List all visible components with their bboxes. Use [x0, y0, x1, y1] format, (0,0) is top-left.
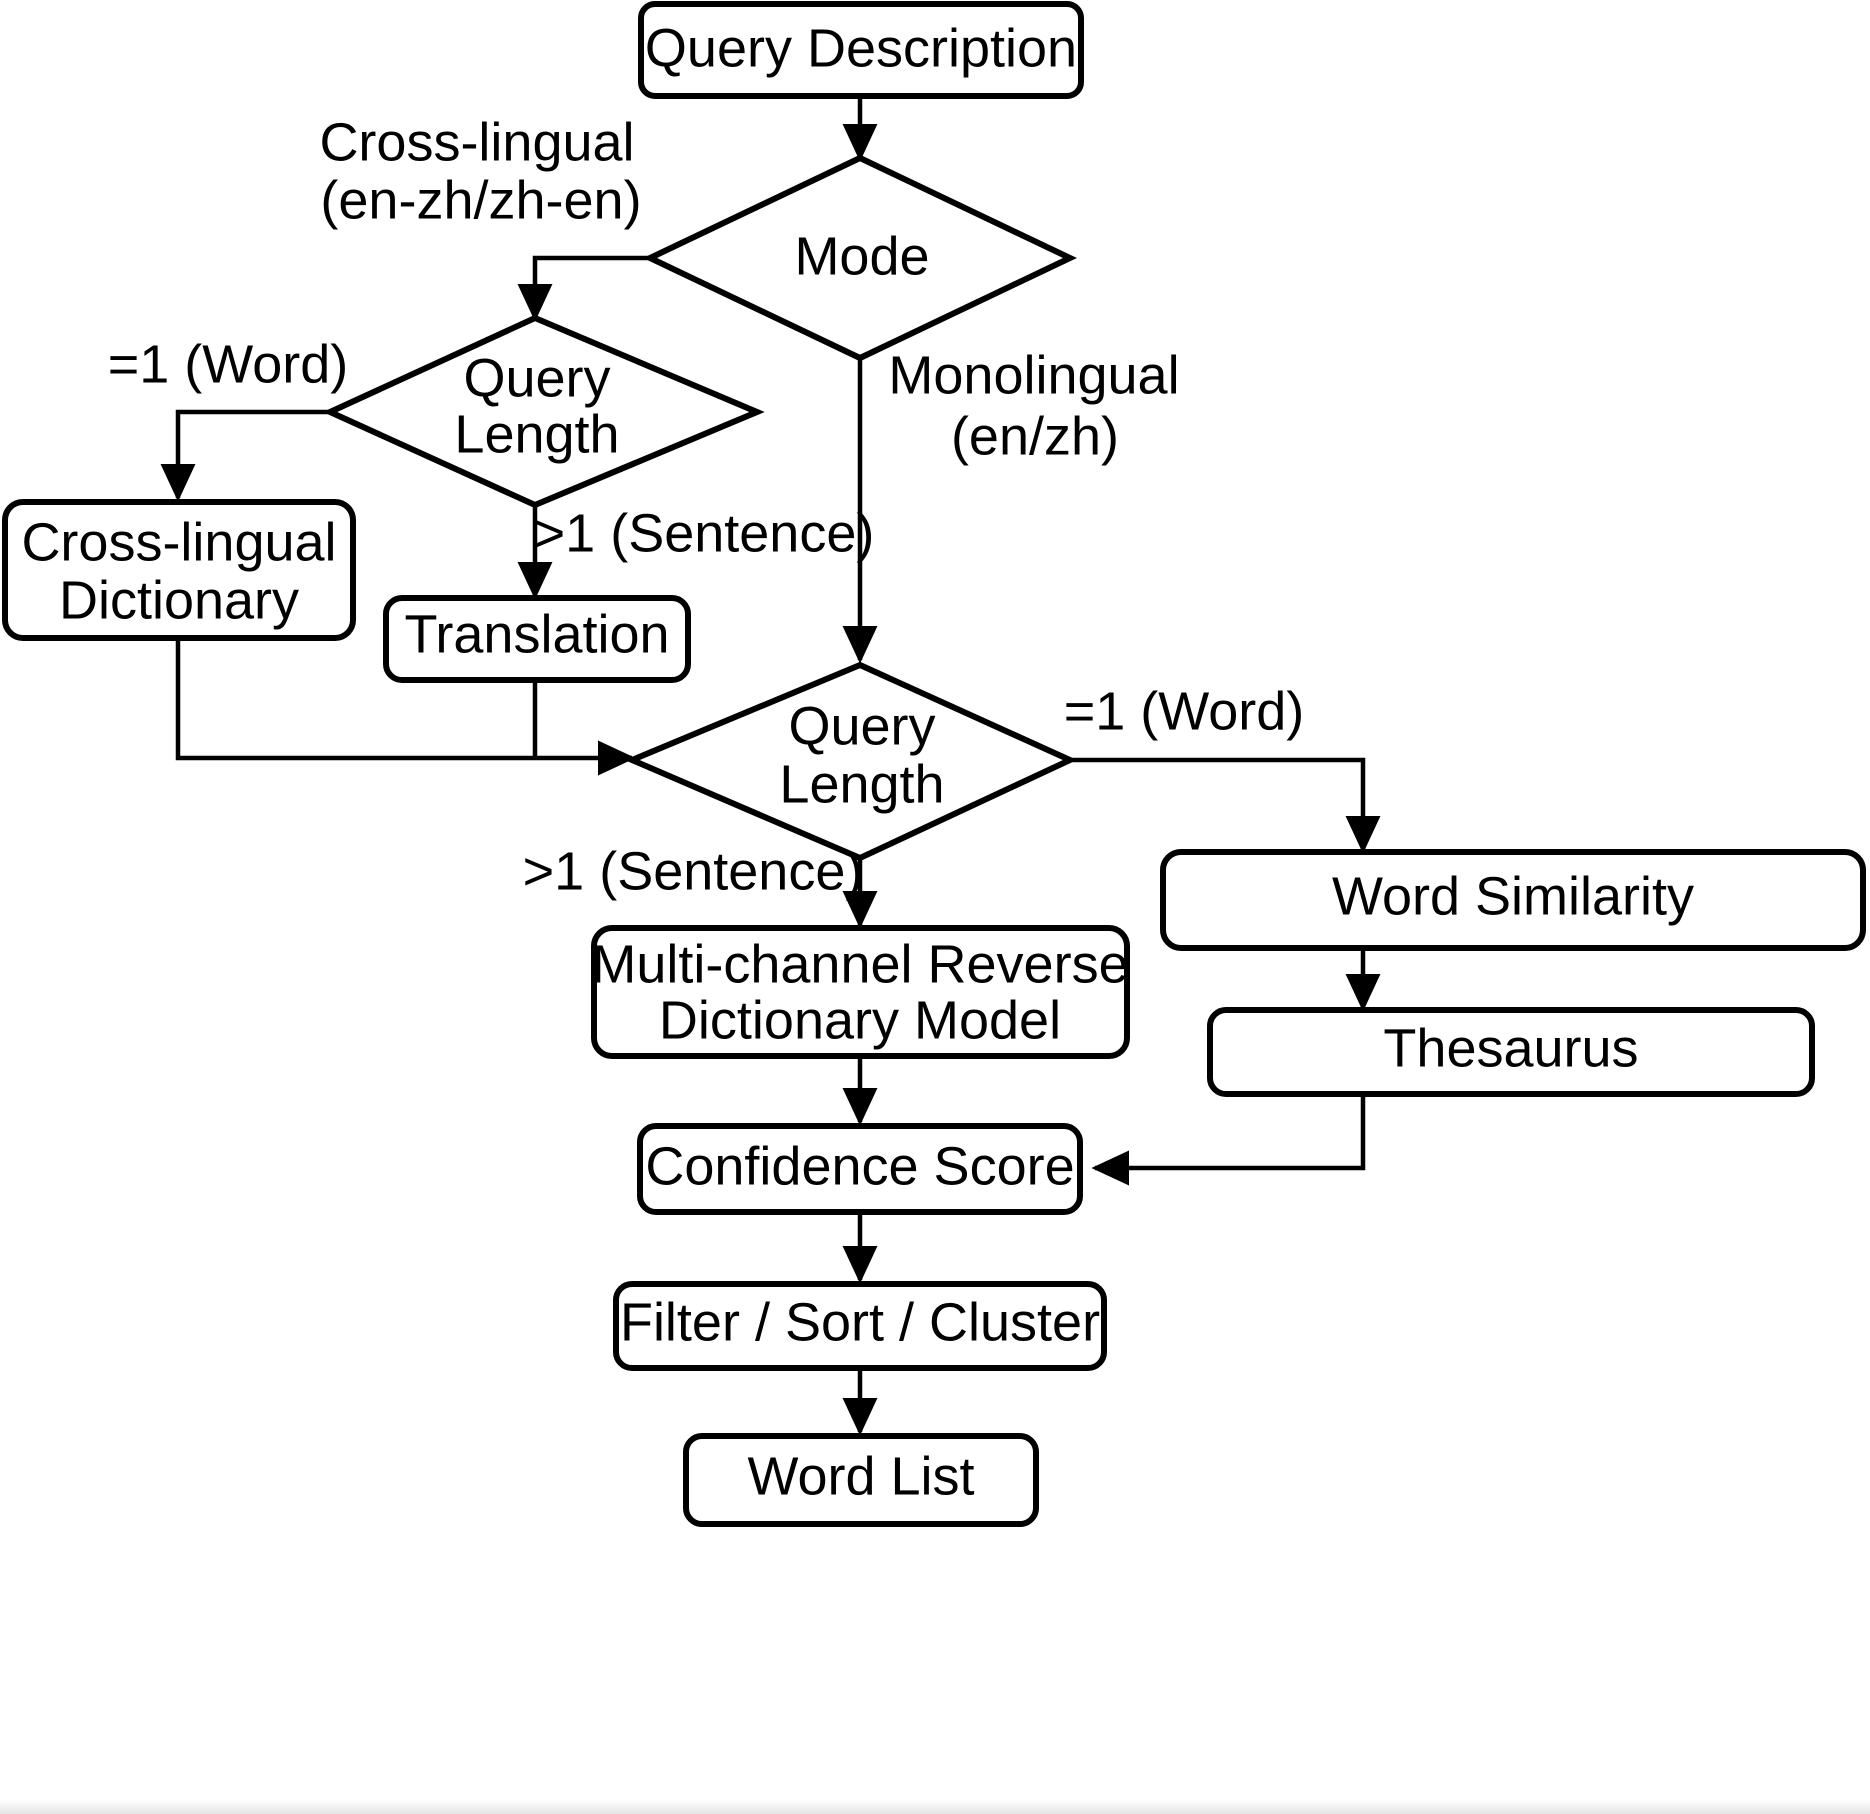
edge-label-cross-lingual-line1: Cross-lingual	[319, 112, 634, 172]
query-length-cross-label-line2: Length	[454, 404, 619, 464]
node-word-list[interactable]: Word List	[683, 1433, 1039, 1527]
edge-label-word-right: =1 (Word)	[1064, 681, 1305, 741]
cross-lingual-dictionary-label-line2: Dictionary	[59, 570, 299, 630]
multi-channel-label-line2: Dictionary Model	[659, 990, 1061, 1050]
filter-sort-cluster-box[interactable]	[613, 1281, 1107, 1371]
node-query-length-cross[interactable]: Query Length	[322, 314, 765, 509]
query-length-cross-diamond[interactable]	[322, 314, 765, 509]
node-query-length-mono[interactable]: Query Length	[624, 661, 1078, 862]
edge-label-monolingual-line1: Monolingual	[888, 345, 1179, 405]
word-list-box[interactable]	[683, 1433, 1039, 1527]
node-thesaurus[interactable]: Thesaurus	[1207, 1007, 1815, 1097]
edge-query-length-cross-to-dictionary	[160, 409, 330, 502]
query-length-mono-label-line2: Length	[779, 754, 944, 814]
node-cross-lingual-dictionary[interactable]: Cross-lingual Dictionary	[2, 499, 356, 641]
word-similarity-box[interactable]	[1160, 849, 1866, 951]
query-length-mono-label-line1: Query	[788, 696, 935, 756]
translation-label: Translation	[404, 604, 669, 664]
edge-label-word-left: =1 (Word)	[108, 334, 349, 394]
query-description-label: Query Description	[645, 18, 1077, 78]
multi-channel-box[interactable]	[591, 925, 1130, 1059]
edge-label-sentence-left: >1 (Sentence)	[534, 503, 875, 563]
edge-dictionary-to-query-length-mono	[175, 637, 636, 776]
filter-sort-cluster-label: Filter / Sort / Cluster	[620, 1292, 1100, 1352]
node-multi-channel-reverse-dictionary-model[interactable]: Multi-channel Reverse Dictionary Model	[591, 925, 1130, 1059]
cross-lingual-dictionary-label-line1: Cross-lingual	[21, 512, 336, 572]
node-confidence-score[interactable]: Confidence Score	[637, 1123, 1083, 1215]
node-mode[interactable]: Mode	[643, 154, 1077, 362]
edge-thesaurus-to-confidence-score	[1091, 1094, 1366, 1186]
mode-diamond[interactable]	[643, 154, 1077, 362]
word-list-label: Word List	[747, 1446, 974, 1506]
thesaurus-label: Thesaurus	[1383, 1018, 1638, 1078]
bottom-gradient-band	[0, 1800, 1870, 1814]
edge-mode-to-query-length-cross	[517, 255, 652, 322]
cross-lingual-dictionary-box[interactable]	[2, 499, 356, 641]
query-length-mono-diamond[interactable]	[624, 661, 1078, 862]
query-length-cross-label-line1: Query	[463, 348, 610, 408]
multi-channel-label-line1: Multi-channel Reverse	[591, 934, 1128, 994]
mode-label: Mode	[794, 226, 929, 286]
thesaurus-box[interactable]	[1207, 1007, 1815, 1097]
edge-label-monolingual-line2: (en/zh)	[951, 406, 1119, 466]
node-translation[interactable]: Translation	[383, 595, 691, 683]
edge-query-length-mono-to-word-similarity	[1068, 757, 1381, 854]
translation-box[interactable]	[383, 595, 691, 683]
query-description-box[interactable]	[638, 1, 1084, 99]
confidence-score-label: Confidence Score	[645, 1136, 1074, 1196]
word-similarity-label: Word Similarity	[1332, 866, 1694, 926]
edge-label-cross-lingual-line2: (en-zh/zh-en)	[320, 170, 641, 230]
edge-label-sentence-bottom: >1 (Sentence)	[523, 841, 864, 901]
node-filter-sort-cluster[interactable]: Filter / Sort / Cluster	[613, 1281, 1107, 1371]
node-query-description[interactable]: Query Description	[638, 1, 1084, 99]
confidence-score-box[interactable]	[637, 1123, 1083, 1215]
node-word-similarity[interactable]: Word Similarity	[1160, 849, 1866, 951]
